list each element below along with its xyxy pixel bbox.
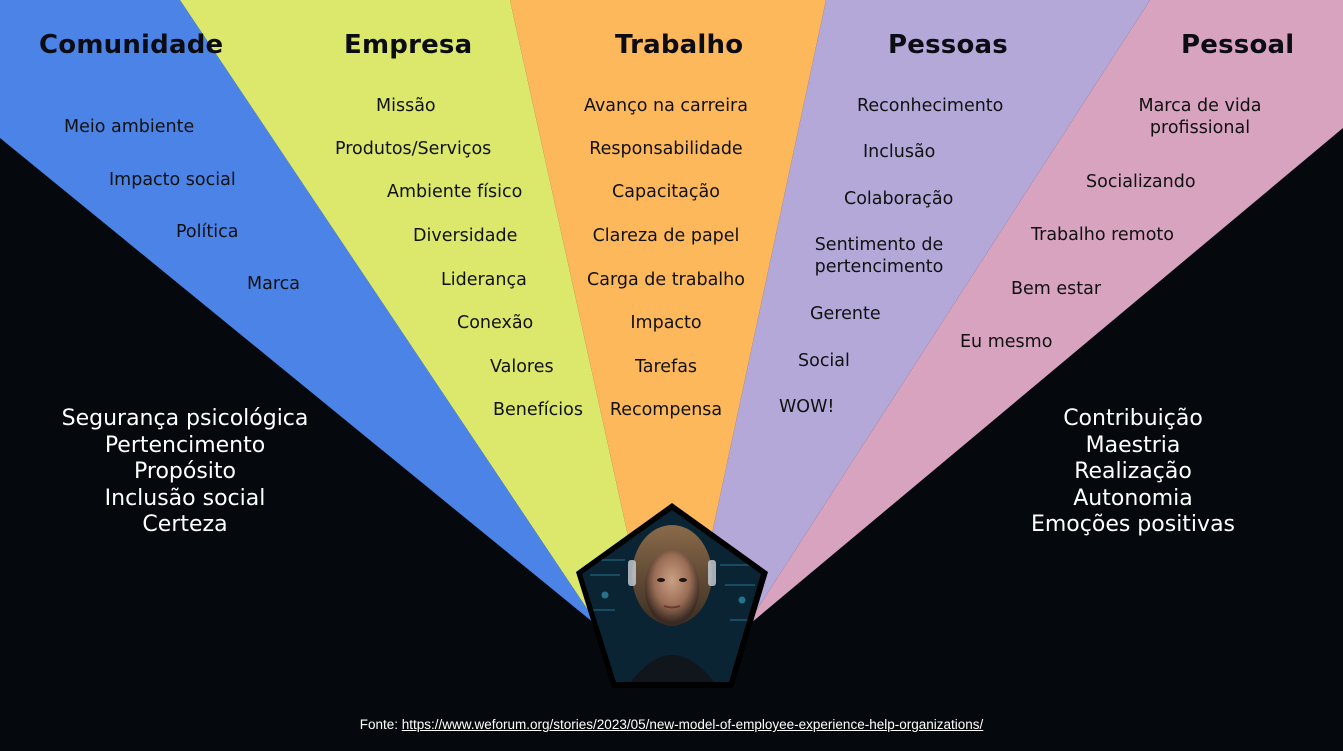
empresa-item: Produtos/Serviços xyxy=(335,139,492,159)
trabalho-item: Tarefas xyxy=(634,357,698,377)
trabalho-item: Impacto xyxy=(630,313,702,333)
pessoas-item: Colaboração xyxy=(844,189,954,209)
pessoas-item: WOW! xyxy=(779,397,835,417)
trabalho-item: Recompensa xyxy=(609,400,723,420)
right-need-item: Realização xyxy=(1074,459,1192,484)
pessoal-item: Socializando xyxy=(1086,172,1196,192)
comunidade-item: Impacto social xyxy=(109,170,236,190)
segment-pessoas xyxy=(700,0,1150,628)
trabalho-item: Carga de trabalho xyxy=(587,270,745,290)
left-needs-list: Segurança psicológica Pertencimento Prop… xyxy=(55,406,315,539)
empresa-item: Valores xyxy=(490,357,554,377)
comunidade-item: Meio ambiente xyxy=(64,117,195,137)
title-comunidade: Comunidade xyxy=(39,30,224,60)
title-trabalho: Trabalho xyxy=(615,30,744,60)
title-empresa: Empresa xyxy=(344,30,473,60)
trabalho-item: Avanço na carreira xyxy=(584,96,748,116)
source-link[interactable]: https://www.weforum.org/stories/2023/05/… xyxy=(401,717,984,732)
segment-comunidade xyxy=(0,0,600,628)
left-need-item: Inclusão social xyxy=(104,485,266,511)
empresa-item: Conexão xyxy=(457,313,534,333)
segment-pessoal xyxy=(745,0,1343,628)
empresa-item: Liderança xyxy=(441,270,527,290)
source-prefix: Fonte: xyxy=(359,717,402,732)
trabalho-item: Responsabilidade xyxy=(589,139,743,159)
trabalho-item: Capacitação xyxy=(612,182,720,202)
title-pessoal: Pessoal xyxy=(1181,30,1295,60)
right-need-item: Maestria xyxy=(1085,432,1181,458)
pessoal-item: Bem estar xyxy=(1011,279,1102,299)
empresa-item: Missão xyxy=(376,96,436,116)
pessoas-item: Social xyxy=(798,351,850,371)
right-need-item: Contribuição xyxy=(1063,406,1203,431)
title-pessoas: Pessoas xyxy=(888,30,1008,60)
pessoal-item: Eu mesmo xyxy=(960,332,1053,352)
pessoas-item: Gerente xyxy=(810,304,881,324)
left-need-item: Propósito xyxy=(134,459,236,484)
empresa-item: Diversidade xyxy=(413,226,518,246)
segment-trabalho xyxy=(510,0,826,590)
right-needs-list: Contribuição Maestria Realização Autonom… xyxy=(1013,406,1253,539)
pessoas-item: Reconhecimento xyxy=(857,96,1004,116)
segment-empresa xyxy=(180,0,640,628)
pessoal-item: Marca de vida profissional xyxy=(1138,96,1262,138)
left-need-item: Pertencimento xyxy=(104,432,266,458)
left-need-item: Segurança psicológica xyxy=(61,406,309,431)
portrait-image xyxy=(582,510,761,682)
comunidade-item: Política xyxy=(176,222,239,242)
pessoas-item: Sentimento de pertencimento xyxy=(814,235,944,277)
comunidade-item: Marca xyxy=(247,274,300,294)
source-footer: Fonte: https://www.weforum.org/stories/2… xyxy=(0,717,1343,732)
empresa-item: Ambiente físico xyxy=(387,182,523,202)
pessoas-item: Inclusão xyxy=(863,142,936,162)
right-need-item: Emoções positivas xyxy=(1030,512,1236,537)
trabalho-item: Clareza de papel xyxy=(592,226,740,246)
empresa-item: Benefícios xyxy=(493,400,583,420)
right-need-item: Autonomia xyxy=(1073,485,1193,511)
left-need-item: Certeza xyxy=(142,512,228,537)
pessoal-item: Trabalho remoto xyxy=(1031,225,1174,245)
